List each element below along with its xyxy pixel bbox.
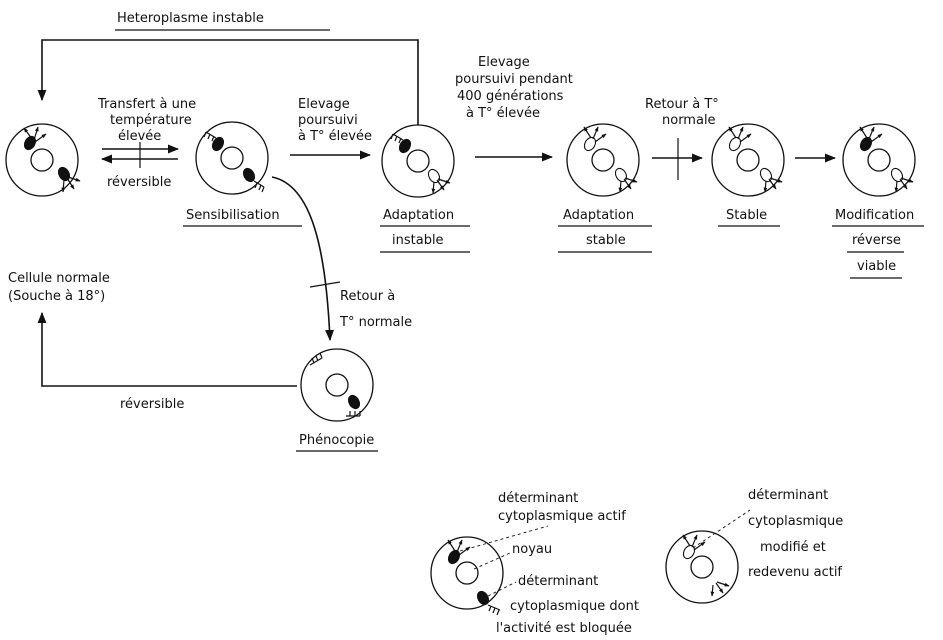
elevage2-line-1: Elevage xyxy=(478,55,530,70)
legend1-bloque-line-3: l'activité est bloquée xyxy=(496,621,632,636)
cell-sensibilisation xyxy=(195,121,269,195)
modification-line-2: réverse xyxy=(852,233,901,248)
reversible-bottom-label: réversible xyxy=(120,397,184,412)
legend1-bloque-line-2: cytoplasmique dont xyxy=(510,599,639,614)
legend2-line-4: redevenu actif xyxy=(748,565,842,580)
retour1-line-1: Retour à T° xyxy=(645,97,719,112)
phenocopie-arrow xyxy=(271,176,335,342)
legend2-line-1: déterminant xyxy=(748,488,828,503)
legend1-bloque-line-1: déterminant xyxy=(518,574,598,589)
elevage2-line-4: à T° élevée xyxy=(466,106,540,121)
legend-cell-2 xyxy=(665,530,739,604)
transfert-line-3: élevée xyxy=(118,129,161,144)
sensibilisation-label: Sensibilisation xyxy=(186,208,280,223)
elevage2-line-2: poursuivi pendant xyxy=(455,72,573,87)
legend1-actif-line-1: déterminant xyxy=(498,491,578,506)
legend2-line-3: modifié et xyxy=(760,540,826,555)
adaptation-instable-line-1: Adaptation xyxy=(383,208,454,223)
legend2-line-2: cytoplasmique xyxy=(748,514,843,529)
reversible-return-arrow xyxy=(37,311,297,387)
legend1-noyau: noyau xyxy=(512,542,552,557)
transfert-line-2: température xyxy=(110,113,192,128)
retour2-line-1: Retour à xyxy=(340,289,395,304)
retour2-line-2: T° normale xyxy=(339,315,412,330)
cell-adaptation-instable xyxy=(381,124,455,198)
legend1-actif-line-2: cytoplasmique actif xyxy=(498,509,626,524)
cell-phenocopie xyxy=(300,348,374,422)
phenocopie-label: Phénocopie xyxy=(299,433,374,448)
cell-normal xyxy=(5,123,81,197)
stable-label: Stable xyxy=(726,208,767,223)
retour1-line-2: normale xyxy=(662,113,716,128)
adaptation-instable-line-2: instable xyxy=(392,233,444,248)
elevage1-line-2: poursuivi xyxy=(298,113,358,128)
heteroplasme-label: Heteroplasme instable xyxy=(117,11,264,26)
adaptation-stable-line-1: Adaptation xyxy=(563,208,634,223)
adaptation-stable-line-2: stable xyxy=(586,233,626,248)
cellule-normale-line-1: Cellule normale xyxy=(8,271,110,286)
elevage2-line-3: 400 générations xyxy=(457,89,564,104)
heteroplasme-arrow xyxy=(37,39,419,128)
cell-adaptation-stable xyxy=(566,123,640,197)
transfert-line-1: Transfert à une xyxy=(97,97,196,112)
cell-modification xyxy=(842,123,916,197)
reversible-top-label: réversible xyxy=(107,175,171,190)
modification-line-3: viable xyxy=(857,259,896,274)
elevage1-line-3: à T° élevée xyxy=(298,129,372,144)
elevage1-line-1: Elevage xyxy=(298,97,350,112)
modification-line-1: Modification xyxy=(835,208,914,223)
cell-stable xyxy=(711,123,785,197)
legend-cell-1 xyxy=(430,536,504,616)
cellule-normale-line-2: (Souche à 18°) xyxy=(8,289,105,304)
